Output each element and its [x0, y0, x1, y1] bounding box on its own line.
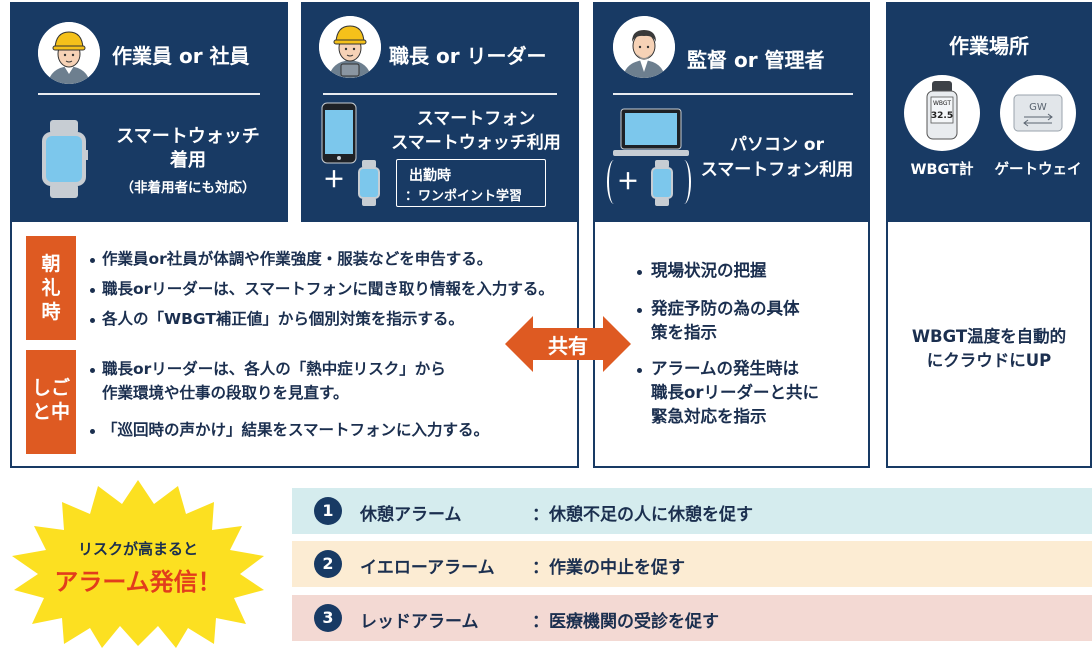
leader-panel: 職長 or リーダー ＋ スマートフォン スマートウォッチ利用 出勤時 ：ワンポ… — [301, 2, 579, 224]
wbgt-meter-value-text: 32.5 — [931, 111, 953, 121]
worker-device-line2: 着用 — [170, 150, 206, 171]
leader-note-box: 出勤時 ：ワンポイント学習 — [396, 159, 546, 207]
alarm-desc-3: ：医療機関の受診を促す — [532, 612, 719, 632]
burst-line-2: アラーム発信！ — [54, 568, 222, 596]
site-panel: 作業場所 WBGT 32.5 GW WBGT計 ゲートウェイ — [886, 2, 1092, 224]
alarm-number-2: 2 — [314, 550, 342, 578]
during-item-1-line-2: 作業環境や仕事の段取りを見直す。 — [102, 384, 349, 402]
alarm-number-1: 1 — [314, 497, 342, 525]
supervisor-title: 監督 or 管理者 — [687, 48, 825, 72]
morning-item-2: 職長orリーダーは、スマートフォンに聞き取り情報を入力する。 — [102, 280, 554, 298]
alarm-desc-2: ：作業の中止を促す — [532, 558, 685, 578]
worker-panel: 作業員 or 社員 スマートウォッチ 着用 （非着用者にも対応） — [10, 2, 288, 224]
gateway-icon: GW — [1000, 75, 1076, 151]
morning-tag-char-2: 礼 — [41, 277, 61, 299]
morning-tag-char-3: 時 — [41, 301, 61, 323]
field-actions-card: 朝 礼 時 作業員or社員が体調や作業強度・服装などを申告する。 職長orリーダ… — [10, 222, 579, 468]
leader-note-line1: 出勤時 — [409, 168, 451, 184]
alarm-row-yellow: 2 イエローアラーム ：作業の中止を促す — [292, 541, 1092, 587]
supervisor-device-line1: パソコン or — [730, 135, 824, 155]
alarm-name-1: 休憩アラーム — [360, 505, 462, 525]
supervisor-item-1: 現場状況の把握 — [651, 261, 767, 280]
morning-item-1: 作業員or社員が体調や作業強度・服装などを申告する。 — [102, 250, 493, 268]
leader-device-line2: スマートウォッチ利用 — [391, 133, 561, 153]
site-title: 作業場所 — [949, 34, 1029, 58]
site-desc-line-2: にクラウドにUP — [926, 351, 1052, 370]
worker-device-line1: スマートウォッチ — [116, 126, 260, 147]
leader-smartwatch-icon — [357, 160, 381, 210]
burst-shape — [12, 480, 264, 648]
leader-avatar — [319, 16, 381, 78]
worker-avatar — [38, 22, 100, 84]
leader-title: 職長 or リーダー — [389, 44, 547, 68]
worker-divider — [38, 93, 260, 95]
alarm-desc-1: ：休憩不足の人に休憩を促す — [532, 505, 753, 525]
share-label: 共有 — [548, 334, 588, 358]
supervisor-smartwatch-icon — [650, 160, 674, 210]
alarm-number-3: 3 — [314, 604, 342, 632]
supervisor-avatar — [613, 16, 675, 78]
supervisor-device-line2: スマートフォン利用 — [700, 160, 854, 180]
smartwatch-icon — [40, 120, 88, 202]
worker-title: 作業員 or 社員 — [112, 44, 250, 68]
wbgt-label: WBGT計 — [910, 162, 974, 178]
bracket-right-icon — [677, 160, 691, 204]
morning-tag: 朝 礼 時 — [26, 236, 76, 340]
during-work-tag-line-2: と中 — [31, 401, 70, 423]
supervisor-plus: ＋ — [617, 170, 640, 195]
leader-note-line2: ：ワンポイント学習 — [405, 189, 523, 204]
leader-divider — [323, 93, 557, 95]
during-work-tag-line-1: しご — [31, 377, 70, 399]
laptop-icon — [613, 107, 689, 163]
morning-item-3: 各人の「WBGT補正値」から個別対策を指示する。 — [102, 310, 464, 328]
supervisor-divider — [613, 93, 853, 95]
supervisor-item-2-line-1: 発症予防の為の具体 — [651, 299, 800, 318]
site-actions-card: WBGT温度を自動的 にクラウドにUP — [886, 222, 1092, 468]
alarm-name-2: イエローアラーム — [360, 558, 495, 578]
leader-plus: ＋ — [323, 168, 346, 193]
smartphone-icon — [321, 102, 357, 168]
share-arrow: 共有 — [505, 316, 631, 372]
gateway-label: ゲートウェイ — [994, 162, 1082, 178]
alarm-name-3: レッドアラーム — [360, 612, 479, 632]
wbgt-meter-top-text: WBGT — [933, 100, 951, 107]
during-item-1-line-1: 職長orリーダーは、各人の「熱中症リスク」から — [102, 360, 446, 378]
worker-device-note: （非着用者にも対応） — [120, 180, 256, 196]
supervisor-item-3-line-2: 職長orリーダーと共に — [651, 383, 819, 402]
bracket-left-icon — [607, 160, 621, 204]
alarm-burst: リスクが高まると アラーム発信！ — [2, 478, 274, 648]
supervisor-panel: 監督 or 管理者 ＋ パソコン or スマートフォン利用 — [593, 2, 870, 224]
site-desc-line-1: WBGT温度を自動的 — [911, 327, 1067, 346]
during-item-2: 「巡回時の声かけ」結果をスマートフォンに入力する。 — [102, 421, 490, 439]
leader-device-line1: スマートフォン — [416, 109, 536, 129]
alarm-row-red: 3 レッドアラーム ：医療機関の受診を促す — [292, 595, 1092, 641]
gateway-text: GW — [1029, 102, 1047, 113]
burst-line-1: リスクが高まると — [77, 540, 198, 558]
supervisor-item-3-line-3: 緊急対応を指示 — [651, 407, 767, 426]
wbgt-meter-icon: WBGT 32.5 — [904, 75, 980, 151]
supervisor-item-2-line-2: 策を指示 — [651, 323, 717, 342]
supervisor-item-3-line-1: アラームの発生時は — [651, 359, 800, 378]
morning-tag-char-1: 朝 — [41, 253, 61, 275]
alarm-row-rest: 1 休憩アラーム ：休憩不足の人に休憩を促す — [292, 488, 1092, 534]
during-work-tag: しご と中 — [26, 350, 76, 454]
supervisor-actions-card: 現場状況の把握 発症予防の為の具体 策を指示 アラームの発生時は 職長orリーダ… — [593, 222, 870, 468]
